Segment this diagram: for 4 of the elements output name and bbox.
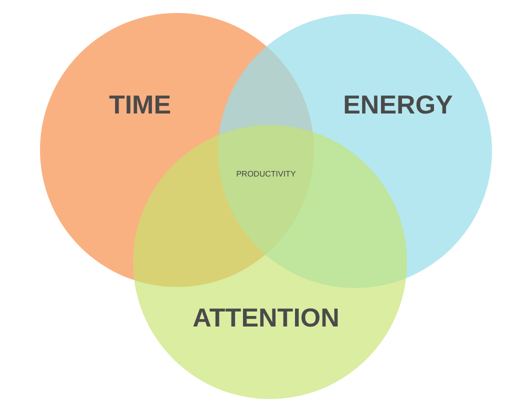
overlap-label: PRODUCTIVITY bbox=[236, 170, 296, 178]
circle-label: TIME bbox=[108, 90, 172, 120]
circle-label: ENERGY bbox=[343, 90, 453, 120]
circle-label: ATTENTION bbox=[192, 302, 340, 334]
